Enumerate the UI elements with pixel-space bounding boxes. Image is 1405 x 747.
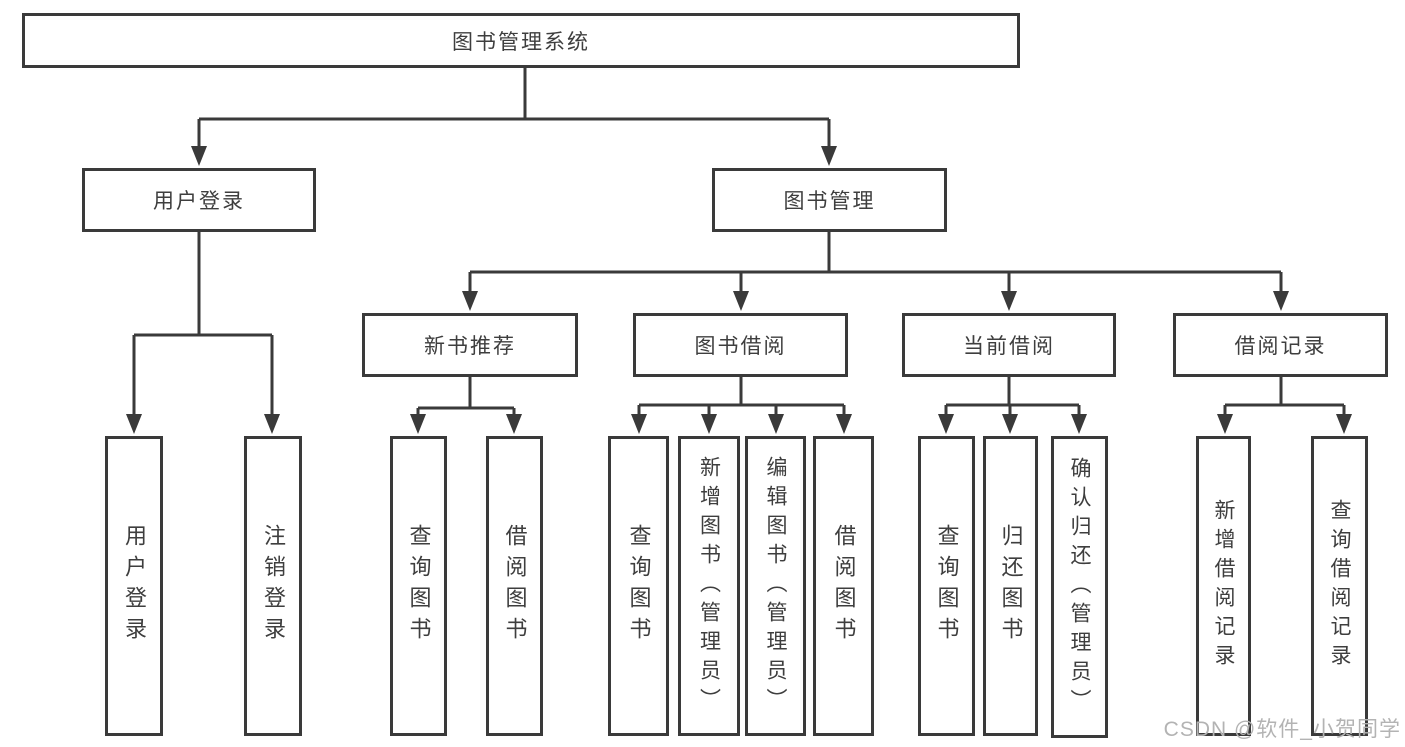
- node-label: 新增图书（管理员）: [697, 455, 721, 717]
- connector-user-login: [132, 232, 274, 418]
- node-label: 借阅图书: [831, 524, 857, 648]
- connector-book-mgmt: [468, 232, 1283, 295]
- arrowhead: [821, 146, 837, 166]
- node-book-borrow: 图书借阅: [633, 313, 848, 377]
- node-label: 查询借阅记录: [1328, 499, 1351, 673]
- node-label: 借阅图书: [502, 524, 528, 648]
- node-label: 归还图书: [998, 524, 1024, 648]
- arrowhead: [264, 414, 280, 434]
- leaf-borrow-books-1: 借阅图书: [486, 436, 543, 736]
- node-label: 注销登录: [261, 524, 286, 648]
- connector-root: [197, 68, 831, 150]
- arrowhead: [1217, 414, 1233, 434]
- arrowhead: [126, 414, 142, 434]
- arrowhead: [768, 414, 784, 434]
- arrowheads: [126, 146, 1352, 434]
- arrowhead: [462, 291, 478, 311]
- node-label: 查询图书: [934, 524, 960, 648]
- node-label: 图书管理系统: [452, 30, 590, 54]
- node-new-book-recommend: 新书推荐: [362, 313, 578, 377]
- leaf-edit-books-admin: 编辑图书（管理员）: [745, 436, 806, 736]
- arrowhead: [938, 414, 954, 434]
- node-label: 用户登录: [153, 190, 245, 213]
- connector-current-borrow: [944, 377, 1081, 418]
- csdn-watermark: CSDN @软件_小贺同学: [1163, 718, 1401, 741]
- arrowhead: [410, 414, 426, 434]
- arrowhead: [733, 291, 749, 311]
- node-root-system: 图书管理系统: [22, 13, 1020, 68]
- node-label: 当前借阅: [963, 335, 1055, 358]
- connector-book-borrow: [637, 377, 846, 418]
- node-label: 确认归还（管理员）: [1068, 456, 1091, 718]
- node-label: 新增借阅记录: [1212, 499, 1235, 673]
- node-label: 图书借阅: [694, 335, 787, 358]
- arrowhead: [701, 414, 717, 434]
- node-label: 借阅记录: [1234, 335, 1327, 358]
- leaf-borrow-books-2: 借阅图书: [813, 436, 874, 736]
- node-label: 查询图书: [406, 524, 432, 648]
- leaf-confirm-return-admin: 确认归还（管理员）: [1051, 436, 1108, 738]
- leaf-query-borrow-record: 查询借阅记录: [1311, 436, 1368, 736]
- node-user-login: 用户登录: [82, 168, 316, 232]
- leaf-add-borrow-record: 新增借阅记录: [1196, 436, 1251, 736]
- arrowhead: [506, 414, 522, 434]
- arrowhead: [1336, 414, 1352, 434]
- connector-borrow-records: [1223, 377, 1346, 418]
- node-label: 用户登录: [122, 524, 147, 648]
- arrowhead: [1071, 414, 1087, 434]
- leaf-add-books-admin: 新增图书（管理员）: [678, 436, 740, 736]
- node-label: 编辑图书（管理员）: [764, 455, 787, 717]
- node-label: 查询图书: [626, 524, 652, 648]
- leaf-user-login: 用户登录: [105, 436, 163, 736]
- node-borrow-records: 借阅记录: [1173, 313, 1388, 377]
- node-label: 图书管理: [783, 190, 876, 213]
- node-current-borrow: 当前借阅: [902, 313, 1116, 377]
- connector-new-book-rec: [416, 377, 516, 418]
- leaf-return-books: 归还图书: [983, 436, 1038, 736]
- leaf-query-books-1: 查询图书: [390, 436, 447, 736]
- node-label: 新书推荐: [424, 335, 516, 358]
- arrowhead: [836, 414, 852, 434]
- leaf-query-books-3: 查询图书: [918, 436, 975, 736]
- arrowhead: [1273, 291, 1289, 311]
- node-book-management: 图书管理: [712, 168, 947, 232]
- leaf-logout: 注销登录: [244, 436, 302, 736]
- arrowhead: [1001, 291, 1017, 311]
- arrowhead: [631, 414, 647, 434]
- arrowhead: [1002, 414, 1018, 434]
- arrowhead: [191, 146, 207, 166]
- leaf-query-books-2: 查询图书: [608, 436, 669, 736]
